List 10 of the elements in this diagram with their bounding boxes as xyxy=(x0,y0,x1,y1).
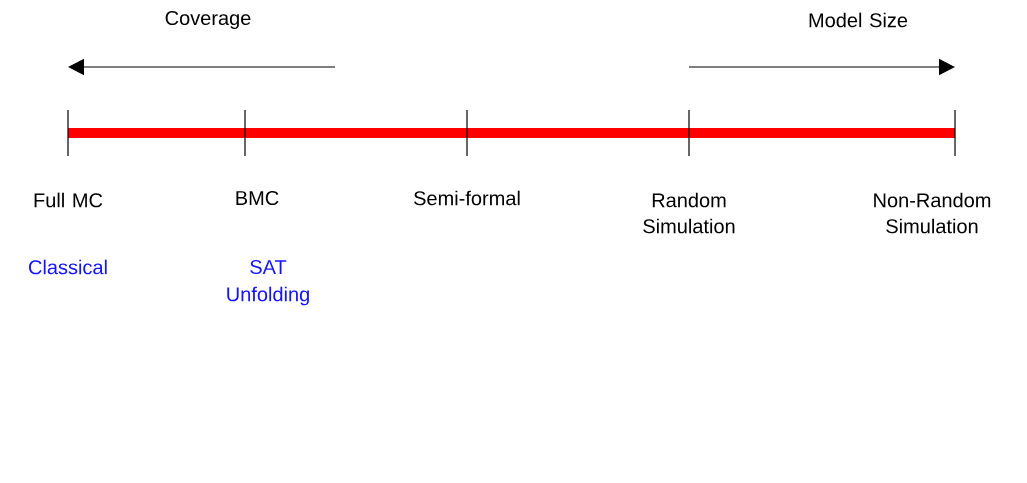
method-label: Classical xyxy=(29,259,107,275)
axis-heading: Coverage xyxy=(165,10,251,30)
axis-heading: Model Size xyxy=(809,12,908,28)
tick-label: Non-Random Simulation xyxy=(874,192,991,234)
tick-label: Full MC xyxy=(34,192,103,208)
method-label: SAT xyxy=(250,259,287,275)
tick-label: Semi-formal xyxy=(414,190,520,206)
tick-label: Random Simulation xyxy=(643,192,735,234)
tick-label: BMC xyxy=(236,190,279,206)
method-label: Unfolding xyxy=(227,286,309,306)
